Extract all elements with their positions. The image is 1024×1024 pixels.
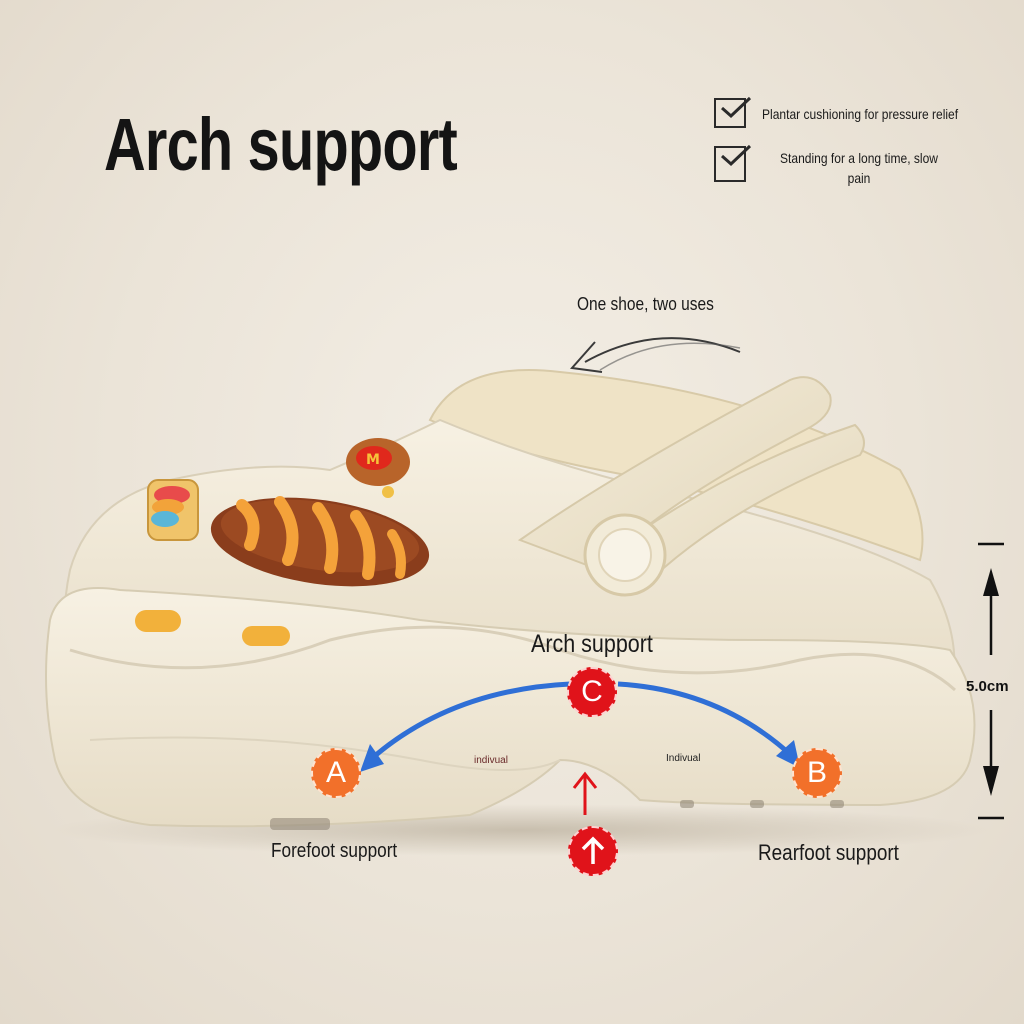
- page-title: Arch support: [104, 103, 458, 186]
- feature-item: Standing for a long time, slow pain: [714, 144, 954, 188]
- arch-support-label: Arch support: [531, 630, 653, 658]
- checkmark-icon: [714, 96, 752, 128]
- sole-tread: [270, 800, 844, 830]
- point-c-badge: C: [567, 667, 617, 717]
- arc-left: [368, 681, 571, 762]
- feature-text-block: Standing for a long time, slow pain: [764, 148, 954, 188]
- small-annotation: Indivual: [666, 753, 701, 764]
- heel-strap: [517, 376, 832, 572]
- up-arrow-icon: [568, 826, 618, 876]
- feature-item: Plantar cushioning for pressure relief: [714, 96, 990, 128]
- feature-text: Plantar cushioning for pressure relief: [762, 106, 959, 122]
- rearfoot-support-label: Rearfoot support: [758, 840, 899, 865]
- vent-hole: [242, 626, 290, 646]
- point-b-badge: B: [792, 748, 842, 798]
- bread-charm: [210, 496, 430, 587]
- checkmark-icon: [714, 144, 752, 182]
- point-a-badge: A: [311, 748, 361, 798]
- sole-contour: [69, 625, 957, 692]
- height-up-arrow: [983, 568, 999, 596]
- sandwich-charm: [147, 479, 199, 541]
- height-label: 5.0cm: [966, 678, 1009, 695]
- hotdog-charm: M: [346, 438, 410, 498]
- usage-note: One shoe, two uses: [577, 294, 714, 314]
- small-annotation: indivual: [474, 755, 508, 766]
- height-down-arrow: [983, 766, 999, 796]
- arc-right: [617, 681, 794, 758]
- vent-hole: [135, 610, 181, 632]
- usage-arrow: [584, 337, 741, 363]
- shoe-sole: [45, 587, 976, 828]
- feature-text-line: pain: [847, 170, 871, 186]
- forefoot-support-label: Forefoot support: [271, 840, 398, 862]
- svg-text:M: M: [366, 452, 380, 468]
- feature-text-line: Standing for a long time, slow: [780, 150, 938, 166]
- usage-arrow-head: [570, 341, 603, 373]
